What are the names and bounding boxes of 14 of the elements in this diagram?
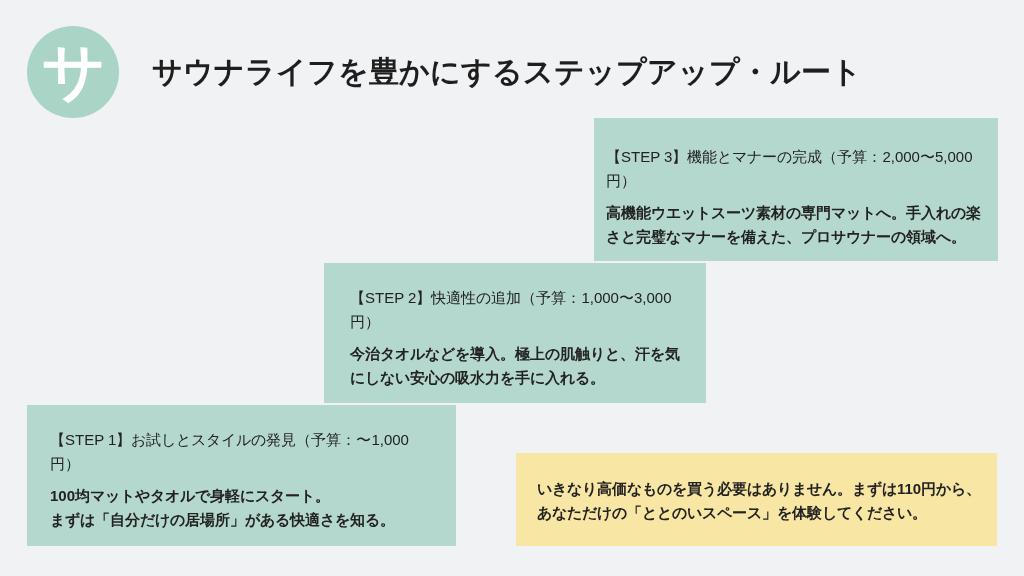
- step-box: [324, 263, 706, 403]
- step-box: [594, 118, 998, 261]
- step-description: 高機能ウエットスーツ素材の専門マットへ。手入れの楽さと完璧なマナーを備えた、プロサウナーの領域へ。: [606, 203, 982, 247]
- step-description: 今治タオルなどを導入。極上の肌触りと、汗を気にしない安心の吸水力を手に入れる。: [350, 344, 681, 388]
- badge: サ: [27, 26, 119, 118]
- step-box: [27, 405, 456, 546]
- note-text: いきなり高価なものを買う必要はありません。まずは110円から、あなただけの「ととのいスペース」を体験してください。: [537, 479, 983, 523]
- step-heading: 【STEP 1】お試しとスタイルの発見（予算：〜1,000円）: [50, 430, 410, 474]
- note-box: [516, 453, 997, 546]
- step-heading: 【STEP 2】快適性の追加（予算：1,000〜3,000円）: [350, 288, 673, 332]
- title: サウナライフを豊かにするステップアップ・ルート: [152, 54, 862, 90]
- step-heading: 【STEP 3】機能とマナーの完成（予算：2,000〜5,000円）: [606, 147, 974, 191]
- step-description: まずは「自分だけの居場所」がある快適さを知る。: [50, 510, 396, 531]
- step-description: 100均マットやタオルで身軽にスタート。: [50, 486, 332, 506]
